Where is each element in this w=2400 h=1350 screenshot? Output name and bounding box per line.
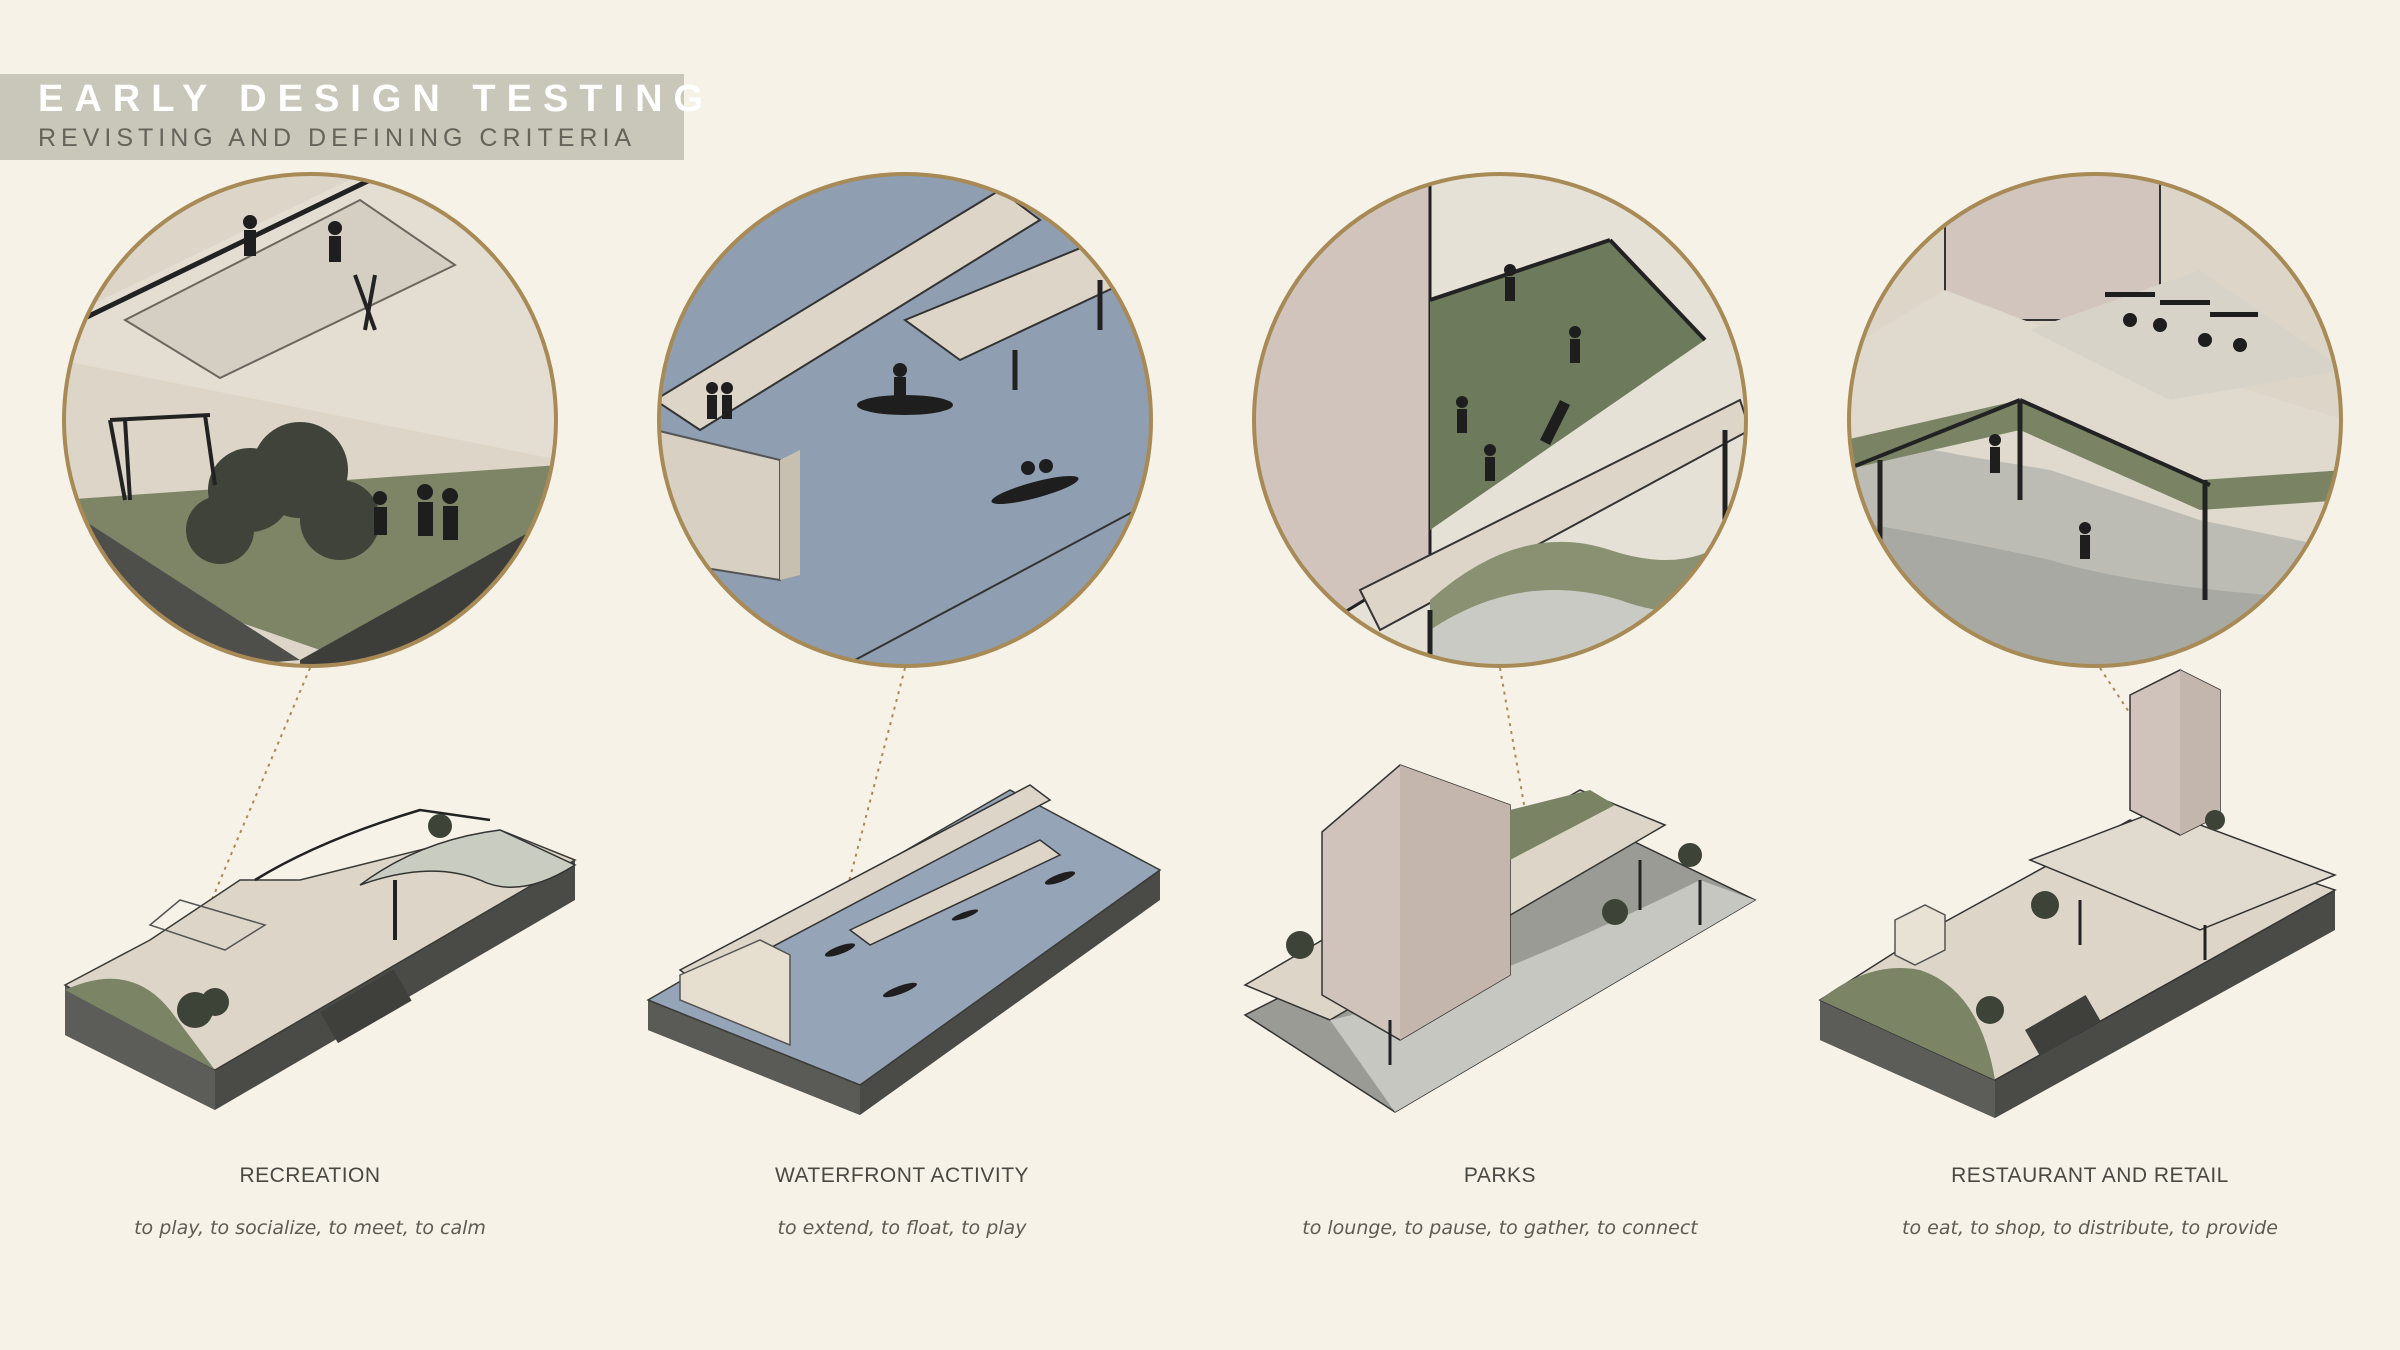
parks-leader-line <box>1499 667 1526 811</box>
waterfront-zoom-circle <box>657 172 1153 668</box>
panel-label-waterfront: WATERFRONT ACTIVITY <box>774 1164 1030 1187</box>
panel-label-restaurant: RESTAURANT AND RETAIL <box>1951 1164 2229 1187</box>
parks-zoom-circle <box>1252 172 1748 668</box>
waterfront-axonometric-model <box>646 784 1162 1115</box>
restaurant-axonometric-model <box>1818 669 2338 1118</box>
panel-description-parks: to lounge, to pause, to gather, to conne… <box>1302 1217 1698 1239</box>
recreation-zoom-circle <box>62 172 558 668</box>
panel-label-recreation: RECREATION <box>239 1164 381 1187</box>
panel-description-recreation: to play, to socialize, to meet, to calm <box>134 1217 486 1239</box>
page-subtitle: REVISTING AND DEFINING CRITERIA <box>38 124 637 152</box>
recreation-axonometric-model <box>63 808 577 1110</box>
panel-label-parks: PARKS <box>1463 1164 1537 1187</box>
panel-description-restaurant: to eat, to shop, to distribute, to provi… <box>1902 1217 2278 1239</box>
waterfront-leader-line <box>834 667 906 936</box>
parks-axonometric-model <box>1243 764 1757 1113</box>
page-title: EARLY DESIGN TESTING <box>38 78 715 120</box>
panel-description-waterfront: to extend, to float, to play <box>777 1217 1027 1239</box>
restaurant-zoom-circle <box>1847 172 2343 668</box>
title-box: EARLY DESIGN TESTING REVISTING AND DEFIN… <box>0 74 703 160</box>
